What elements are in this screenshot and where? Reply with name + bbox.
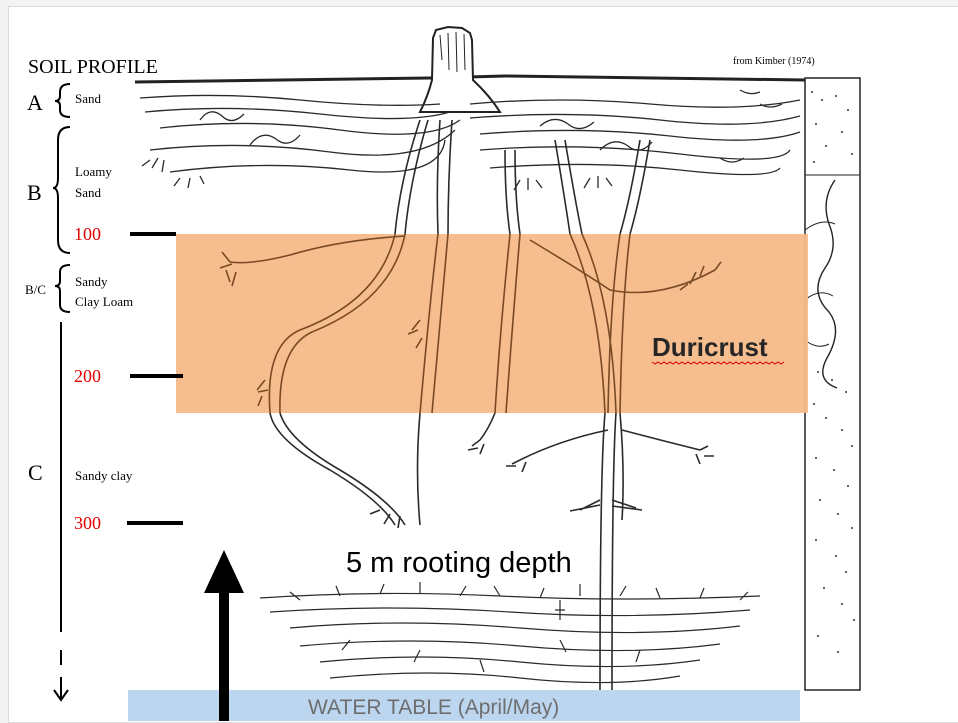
depth-ticks: [127, 234, 183, 523]
horizon-b-texture-line2: Sand: [75, 185, 102, 200]
horizon-b-letter: B: [27, 180, 42, 205]
duricrust-label: Duricrust: [652, 332, 768, 362]
horizon-c-axis: [54, 322, 68, 700]
duricrust-band: [176, 234, 808, 413]
depth-label-100: 100: [74, 224, 101, 244]
source-citation: from Kimber (1974): [733, 56, 815, 67]
horizon-braces: [53, 84, 70, 312]
horizon-b-texture-line1: Loamy: [75, 164, 112, 179]
brace-horizon-a: [55, 84, 70, 117]
horizon-c-texture: Sandy clay: [75, 468, 133, 483]
brace-horizon-bc: [55, 265, 70, 312]
horizon-c-letter: C: [28, 460, 43, 485]
horizon-bc-letter: B/C: [25, 282, 46, 297]
horizon-a-letter: A: [27, 90, 43, 115]
lower-root-mat: [260, 582, 760, 683]
horizon-bc-texture-line1: Sandy: [75, 274, 108, 289]
diagram-title: SOIL PROFILE: [28, 56, 158, 78]
rooting-depth-label: 5 m rooting depth: [346, 547, 572, 579]
depth-label-200: 200: [74, 366, 101, 386]
depth-label-300: 300: [74, 513, 101, 533]
horizon-bc-texture-line2: Clay Loam: [75, 294, 133, 309]
tree-stump: [420, 27, 500, 112]
horizon-a-texture: Sand: [75, 91, 102, 106]
profile-column: [805, 78, 860, 690]
water-table-label: WATER TABLE (April/May): [308, 696, 559, 719]
brace-horizon-b: [53, 127, 70, 253]
